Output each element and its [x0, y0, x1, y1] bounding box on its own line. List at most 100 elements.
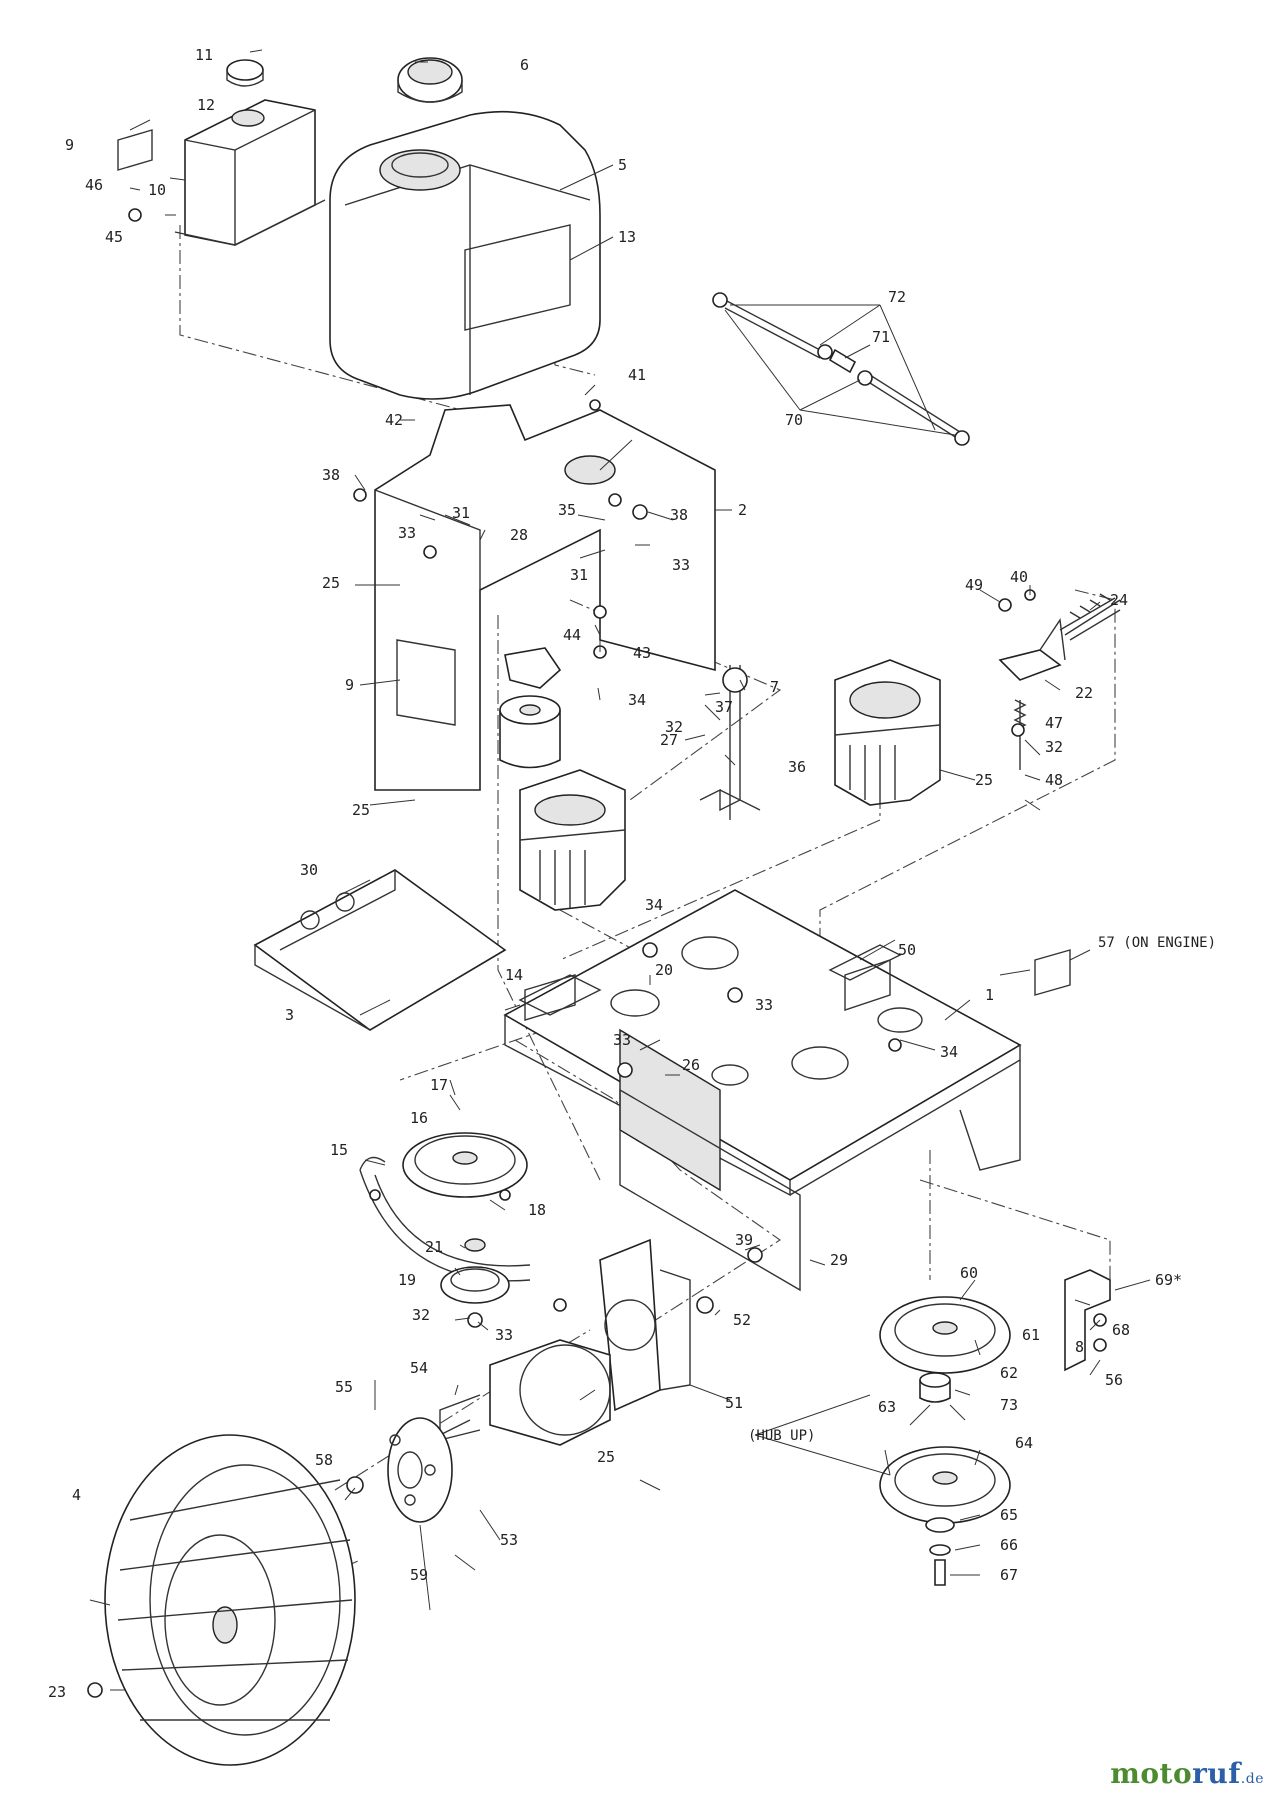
bracket-69	[1064, 1269, 1111, 1372]
callout-53: 53	[500, 1531, 518, 1549]
leader-lines-hose	[724, 304, 956, 436]
idler-linkage	[998, 593, 1121, 770]
callout-hub-up: (HUB UP)	[748, 1428, 815, 1444]
callout-58: 58	[315, 1451, 333, 1469]
callout-71: 71	[872, 328, 890, 346]
callout-54: 54	[410, 1359, 428, 1377]
callout-33a: 33	[398, 524, 416, 542]
callout-10: 10	[148, 181, 166, 199]
callout-67: 67	[1000, 1566, 1018, 1584]
callout-37: 37	[715, 698, 733, 716]
callout-38a: 38	[322, 466, 340, 484]
callout-32c: 32	[412, 1306, 430, 1324]
callout-40: 40	[1010, 568, 1028, 586]
callout-12: 12	[197, 96, 215, 114]
callout-62: 62	[1000, 1364, 1018, 1382]
callout-25b: 25	[352, 801, 370, 819]
callout-33d: 33	[613, 1031, 631, 1049]
callout-27: 27	[660, 731, 678, 749]
callout-9a: 9	[65, 136, 74, 154]
pulley-64	[879, 1446, 1011, 1524]
callout-38b: 38	[670, 506, 688, 524]
reservoir-cap	[226, 59, 264, 87]
callout-28: 28	[510, 526, 528, 544]
bushing-62	[919, 1372, 951, 1403]
callout-8: 8	[1075, 1338, 1084, 1356]
callout-30: 30	[300, 861, 318, 879]
callout-33b: 33	[672, 556, 690, 574]
callout-57: 57 (ON ENGINE)	[1098, 935, 1216, 951]
callout-35: 35	[558, 501, 576, 519]
motor-bracket	[599, 1238, 691, 1412]
cover-plate	[253, 869, 507, 1031]
callout-23: 23	[48, 1683, 66, 1701]
hose-assembly	[712, 292, 970, 446]
callout-33c: 33	[755, 996, 773, 1014]
callout-63: 63	[878, 1398, 896, 1416]
tire	[104, 1434, 356, 1766]
callout-19: 19	[398, 1271, 416, 1289]
callout-69: 69*	[1155, 1271, 1182, 1289]
callout-25d: 25	[597, 1448, 615, 1466]
callout-48: 48	[1045, 771, 1063, 789]
decal-9-top	[117, 129, 153, 171]
callout-73: 73	[1000, 1396, 1018, 1414]
pulley-16	[402, 1132, 528, 1198]
callout-1: 1	[985, 986, 994, 1004]
hydraulic-pump-left	[519, 769, 626, 911]
callout-46: 46	[85, 176, 103, 194]
wheel-hub	[387, 1417, 453, 1523]
callout-36: 36	[788, 758, 806, 776]
callout-60: 60	[960, 1264, 978, 1282]
pump-mount-plate	[374, 404, 716, 791]
callout-15: 15	[330, 1141, 348, 1159]
washer-stack	[925, 1517, 955, 1586]
callout-31a: 31	[452, 504, 470, 522]
callout-64: 64	[1015, 1434, 1033, 1452]
fuel-cap	[397, 57, 463, 103]
fuel-tank	[329, 110, 601, 400]
callout-26: 26	[682, 1056, 700, 1074]
callout-56: 56	[1105, 1371, 1123, 1389]
control-rod	[699, 665, 761, 820]
callout-7: 7	[770, 678, 779, 696]
callout-50: 50	[898, 941, 916, 959]
callout-55: 55	[335, 1378, 353, 1396]
callout-66: 66	[1000, 1536, 1018, 1554]
idler-pulley	[440, 1238, 510, 1304]
callout-6: 6	[520, 56, 529, 74]
watermark-part1: moto	[1110, 1757, 1193, 1790]
callout-31b: 31	[570, 566, 588, 584]
callout-2: 2	[738, 501, 747, 519]
callout-3: 3	[285, 1006, 294, 1024]
callout-61: 61	[1022, 1326, 1040, 1344]
watermark-logo: motoruf.de	[1110, 1757, 1264, 1790]
callout-25c: 25	[975, 771, 993, 789]
callout-4: 4	[72, 1486, 81, 1504]
callout-45: 45	[105, 228, 123, 246]
callout-24: 24	[1110, 591, 1128, 609]
callout-70: 70	[785, 411, 803, 429]
decals	[524, 949, 1071, 1021]
callout-51: 51	[725, 1394, 743, 1412]
callout-68: 68	[1112, 1321, 1130, 1339]
callout-43: 43	[633, 644, 651, 662]
watermark-part3: .de	[1240, 1771, 1264, 1787]
main-frame	[503, 889, 1022, 1292]
callout-34c: 34	[940, 1043, 958, 1061]
callout-20: 20	[655, 961, 673, 979]
hydraulic-pump-right	[834, 659, 941, 806]
callout-29: 29	[830, 1251, 848, 1269]
callout-47: 47	[1045, 714, 1063, 732]
pulley-61	[879, 1296, 1011, 1374]
callout-13: 13	[618, 228, 636, 246]
callout-21: 21	[425, 1238, 443, 1256]
callout-32a: 32	[665, 718, 683, 736]
callout-34a: 34	[628, 691, 646, 709]
callout-11: 11	[195, 46, 213, 64]
callout-72: 72	[888, 288, 906, 306]
callout-5: 5	[618, 156, 627, 174]
callout-14: 14	[505, 966, 523, 984]
wheel-motor	[429, 1339, 611, 1446]
